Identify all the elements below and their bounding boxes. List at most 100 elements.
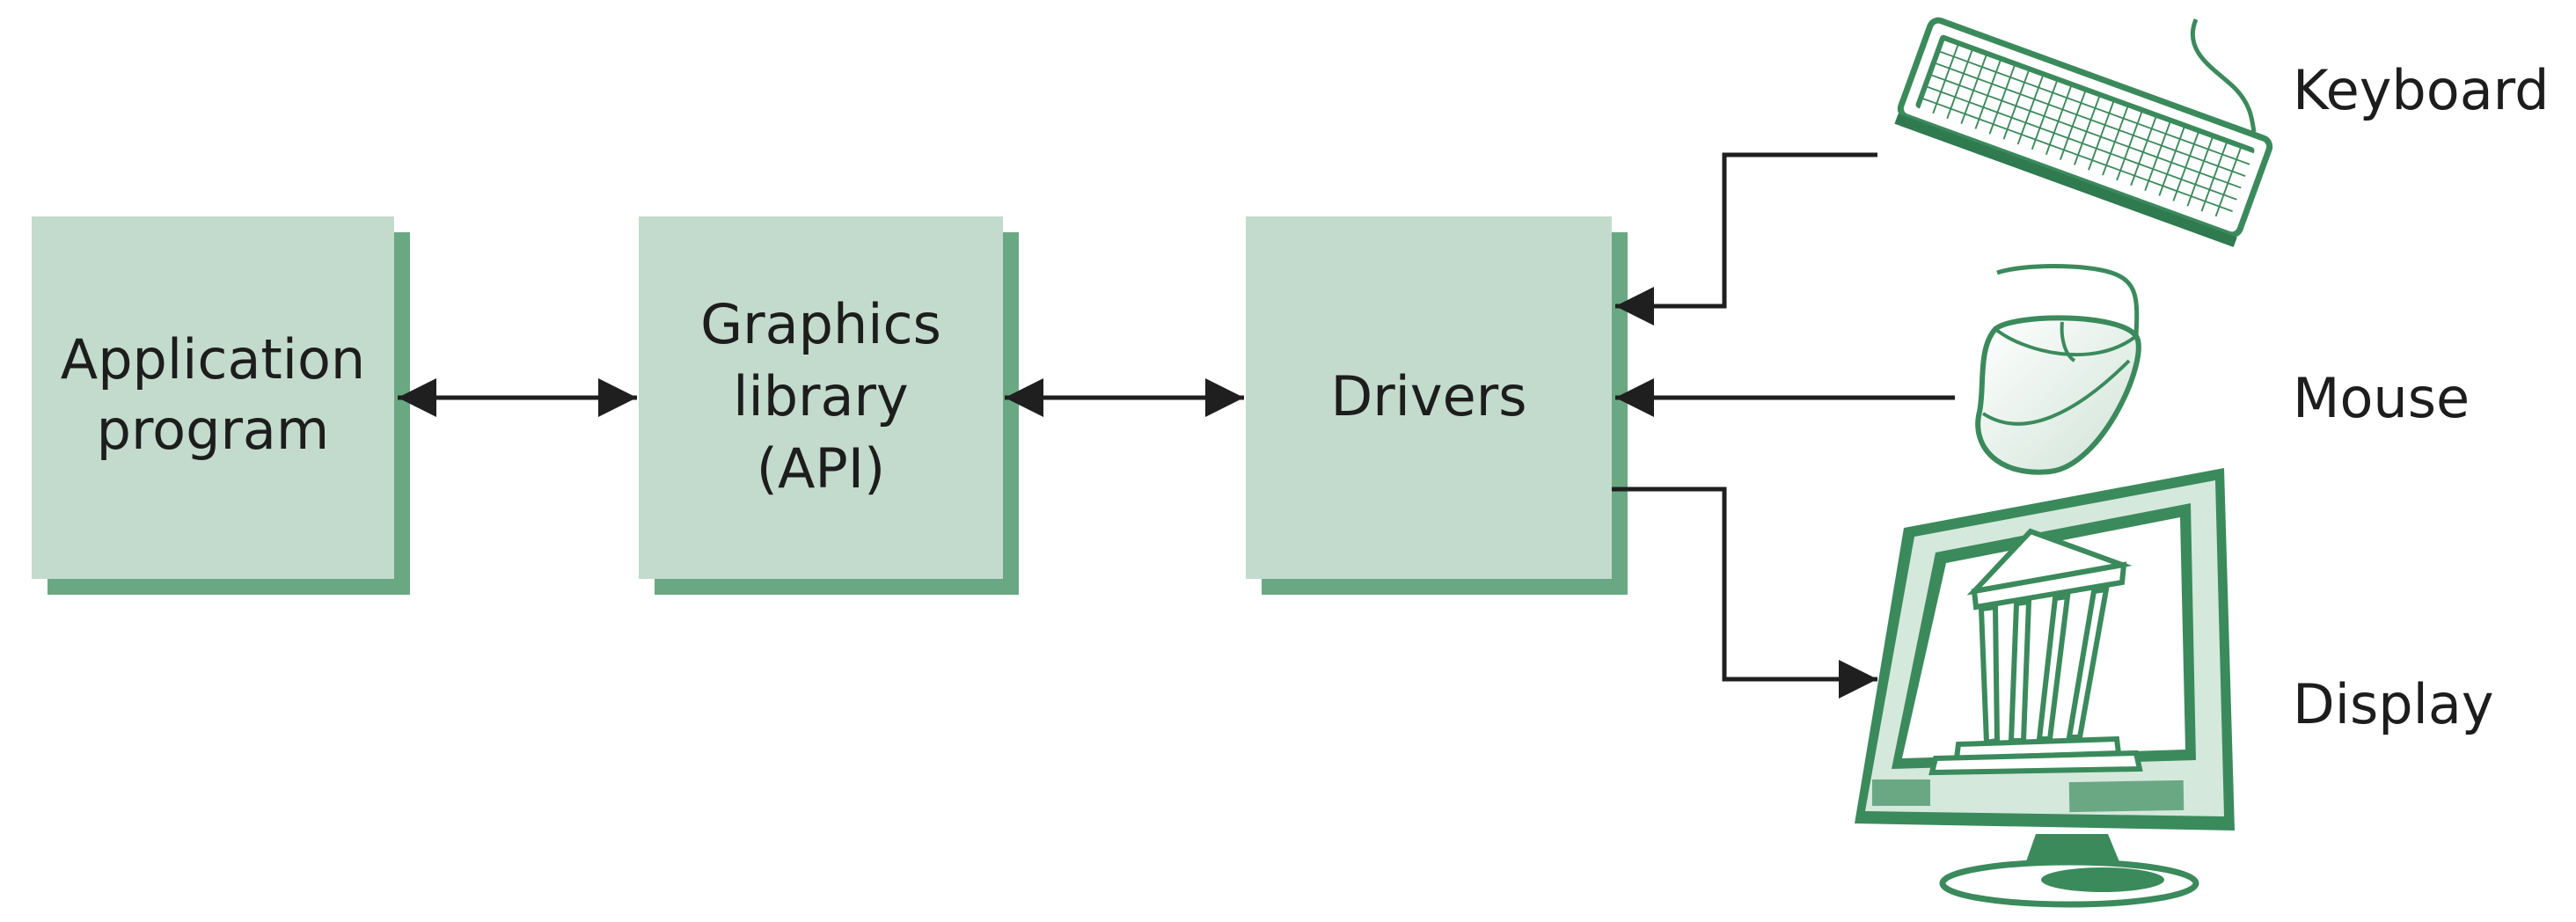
keyboard-key [2224,184,2242,200]
keyboard-key [2054,122,2072,137]
keyboard-key [2046,145,2063,161]
keyboard-key [2149,170,2167,186]
keyboard-key [2067,86,2084,102]
temple-icon [1928,528,2143,776]
display-connector-arrow [1612,487,1877,699]
keyboard-key [2091,109,2109,124]
display-label: Display [2293,672,2494,736]
keyboard-key [2177,180,2195,195]
keyboard-key [1947,109,1965,125]
keyboard-key [2089,161,2105,177]
keyboard-key [2152,118,2170,133]
keyboard-key [2032,140,2049,156]
keyboard-key [2096,97,2113,113]
keyboard-key [2163,175,2181,191]
keyboard-key [1965,62,1981,78]
keyboard-key [2021,83,2038,99]
keyboard-key [2116,131,2133,146]
keyboard-key [2124,107,2141,123]
keyboard-key [1989,125,2007,141]
keyboard-key [2060,150,2077,166]
keyboard-key [2168,163,2184,179]
keyboard-key [2144,141,2161,157]
keyboard-key [2209,138,2226,154]
keyboard-key [2018,135,2035,150]
graphics-label-line1: Graphics [700,292,941,356]
keyboard-key [2166,122,2184,138]
keyboard-key [2182,168,2199,184]
keyboard-key [1932,64,1949,79]
keyboard-key [2138,113,2155,128]
keyboard-key [2075,156,2091,172]
keyboard-key [2012,106,2030,122]
keyboard-key [1960,74,1977,90]
keyboard-key [2119,119,2137,135]
keyboard-key [2051,134,2067,150]
keyboard-key [2158,146,2175,162]
keyboard-key [1956,86,1972,101]
keyboard-key [1951,98,1969,113]
keyboard-key [2186,157,2203,172]
keyboard-key [1994,113,2011,128]
keyboard-key [2140,153,2156,168]
display-icon [1855,468,2235,908]
graphics-library-box: Graphics library (API) [639,216,1019,595]
keyboard-key [2040,117,2058,133]
keyboard-key [2036,128,2053,144]
keyboard-key [1965,103,1983,119]
keyboard-key [2192,185,2209,201]
keyboard-key [2187,197,2205,213]
keyboard-key [2228,172,2246,187]
keyboard-key [2003,130,2021,146]
keyboard-key [2103,166,2119,181]
box-face [32,216,394,579]
keyboard-key [1979,68,1995,84]
keyboard-key [2205,150,2221,165]
drivers-label: Drivers [1330,364,1526,428]
keyboard-key [2172,151,2189,167]
keyboard-key [2145,181,2163,197]
keyboard-key [2059,110,2076,126]
application-label-line2: program [97,398,330,462]
keyboard-key [2049,93,2067,109]
mouse-label: Mouse [2293,366,2470,430]
mouse-icon [1975,264,2141,475]
keyboard-key [2063,99,2081,114]
keyboard-key [2117,171,2134,187]
graphics-label-line3: (API) [757,436,885,501]
keyboard-icon [1894,17,2273,247]
keyboard-key [1984,96,2002,112]
keyboard-key [2233,160,2250,176]
keyboard-key [2223,143,2240,159]
keyboard-key [2159,187,2177,202]
keyboard-key [2214,167,2232,182]
keyboard-key [2177,140,2193,155]
keyboard-key [1998,101,2016,117]
keyboard-key [2077,104,2095,120]
keyboard-key [2135,165,2152,180]
keyboard-key [2210,179,2228,194]
keyboard-key [2121,159,2138,175]
keyboard-key [1997,61,2014,77]
keyboard-key [2148,129,2165,145]
keyboard-key [2126,148,2142,164]
keyboard-key [2087,121,2104,136]
keyboard-key [2196,173,2214,189]
keyboard-key [2025,71,2042,87]
drivers-box: Drivers [1246,216,1628,595]
box-face [1246,216,1612,579]
keyboard-key [2220,195,2237,211]
keyboard-key [1983,55,2000,71]
keyboard-key [2219,155,2236,171]
keyboard-key [2101,126,2119,142]
keyboard-key [1970,91,1987,106]
keyboard-key [2097,137,2114,153]
keyboard-key [2002,90,2020,106]
keyboard-key [2191,144,2207,160]
keyboard-key [2200,162,2217,178]
keyboard-key [2082,91,2099,107]
keyboard-key [2053,82,2070,97]
keyboard-key [1940,40,1958,56]
keyboard-key [2079,144,2096,159]
